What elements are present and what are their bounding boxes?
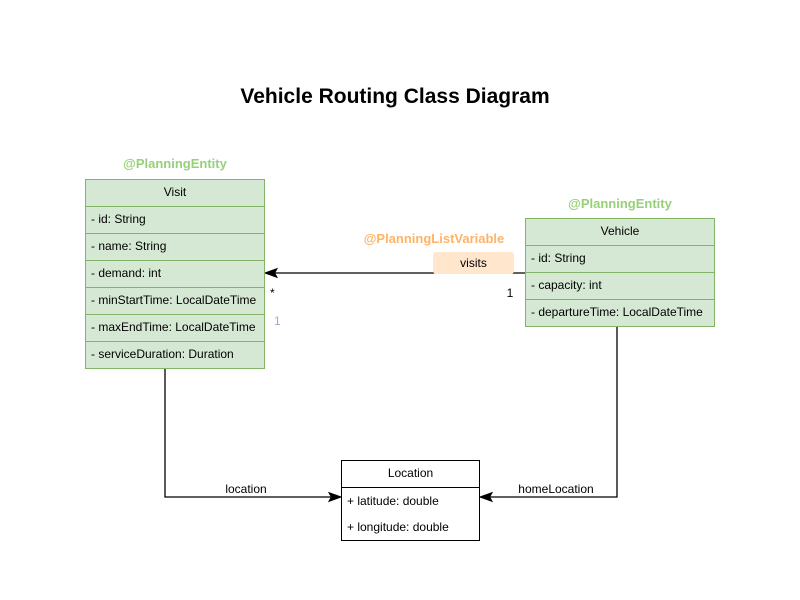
location-attribute-longitude: + longitude: double: [347, 520, 449, 534]
location-edge-label[interactable]: location: [225, 482, 267, 496]
location-class-box[interactable]: Location + latitude: double + longitude:…: [341, 460, 480, 541]
visits-planning-list-variable-annotation: @PlanningListVariable: [363, 231, 505, 246]
arrowhead-visits: [263, 267, 279, 279]
location-class-name: Location: [387, 466, 434, 480]
location-edge: [164, 362, 343, 503]
visit-attribute-name: - name: String: [86, 233, 264, 260]
vehicle-class-name: Vehicle: [600, 224, 640, 238]
location-attribute-latitude: + latitude: double: [347, 494, 439, 508]
visit-attribute-min-start-time: - minStartTime: LocalDateTime: [86, 287, 264, 314]
visit-attribute-demand: - demand: int: [86, 260, 264, 287]
visit-class-name: Visit: [163, 185, 187, 199]
arrowhead-home-location: [478, 491, 494, 503]
diagram-title: Vehicle Routing Class Diagram: [240, 85, 550, 108]
home-location-edge-label[interactable]: homeLocation: [518, 482, 594, 496]
visits-faded-multiplicity: 1: [274, 314, 281, 328]
visit-attribute-service-duration: - serviceDuration: Duration: [86, 341, 264, 368]
vehicle-attribute-capacity: - capacity: int: [526, 272, 714, 299]
vehicle-attribute-id: - id: String: [526, 245, 714, 272]
visit-attribute-id: - id: String: [86, 206, 264, 233]
vehicle-planning-entity-annotation: @PlanningEntity: [568, 196, 672, 211]
arrowhead-location: [327, 491, 343, 503]
visit-planning-entity-annotation: @PlanningEntity: [123, 156, 227, 171]
visits-edge-label[interactable]: visits: [433, 252, 514, 274]
visits-source-multiplicity: 1: [506, 286, 514, 300]
home-location-edge: [478, 322, 618, 503]
visit-attribute-max-end-time: - maxEndTime: LocalDateTime: [86, 314, 264, 341]
visit-class-box[interactable]: Visit - id: String - name: String - dema…: [85, 179, 265, 369]
location-attributes: + latitude: double + longitude: double: [342, 487, 479, 540]
vehicle-attribute-departure-time: - departureTime: LocalDateTime: [526, 299, 714, 326]
visits-target-multiplicity: *: [270, 286, 275, 300]
vehicle-class-box[interactable]: Vehicle - id: String - capacity: int - d…: [525, 218, 715, 327]
